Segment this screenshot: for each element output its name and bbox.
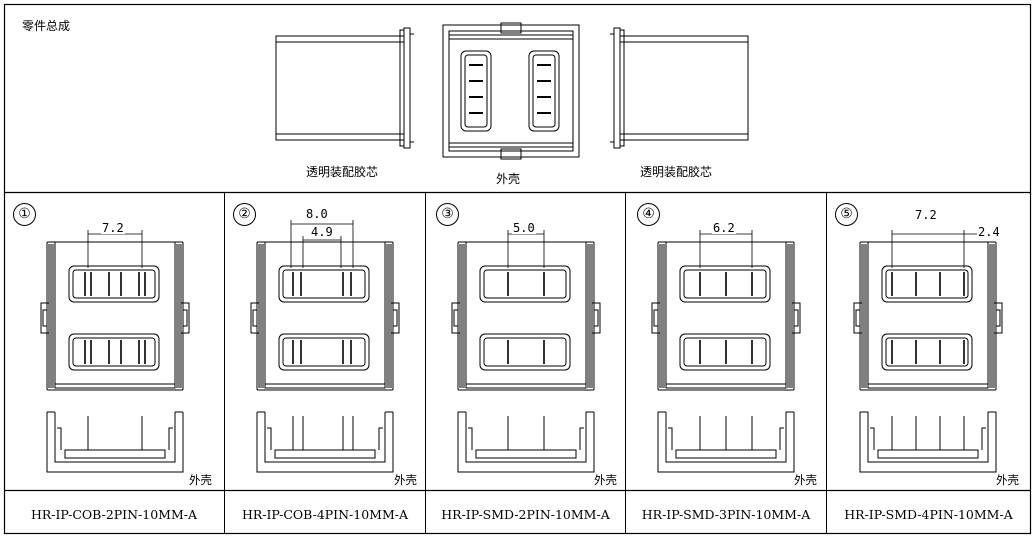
shell-label: 外壳	[496, 172, 521, 186]
variant-2-index: ②	[233, 203, 256, 226]
variant-5-index: ⑤	[835, 203, 858, 226]
variant-3-part-number: HR-IP-SMD-2PIN-10MM-A	[441, 507, 610, 522]
variant-3-bottom-view	[457, 411, 595, 473]
variant-4-index: ④	[637, 203, 660, 226]
variant-2-bottom-view	[256, 411, 394, 473]
variant-5-dim-a: 7.2	[914, 208, 938, 222]
variant-4-dim-a: 6.2	[712, 221, 736, 235]
variant-3-index: ③	[436, 203, 459, 226]
variant-3-front-view	[451, 230, 601, 391]
variant-1-shell-label: 外壳	[189, 473, 212, 487]
variant-5-bottom-view	[859, 411, 997, 473]
frame-border	[3, 3, 1032, 535]
variant-5-front-view	[853, 230, 1003, 391]
assembly-title: 零件总成	[22, 19, 71, 33]
variant-1-bottom-view	[46, 411, 184, 473]
variant-1-part-number: HR-IP-COB-2PIN-10MM-A	[30, 507, 198, 522]
variant-2-dim-a: 8.0	[305, 207, 329, 221]
variant-2-shell-label: 外壳	[394, 473, 417, 487]
variant-4-bottom-view	[657, 411, 795, 473]
right-insert-label: 透明装配胶芯	[640, 165, 713, 179]
right-insert-profile	[609, 27, 749, 149]
center-shell-front	[442, 22, 580, 160]
left-insert-label: 透明装配胶芯	[306, 165, 379, 179]
variant-2-dim-b: 4.9	[310, 225, 334, 239]
variant-1-front-view	[40, 230, 190, 391]
variant-1-index: ①	[13, 203, 36, 226]
variant-4-shell-label: 外壳	[794, 473, 817, 487]
variant-1-dim-a: 7.2	[101, 221, 125, 235]
variant-5-dim-b: 2.4	[977, 225, 1001, 239]
variant-2-front-view	[250, 220, 400, 391]
variant-4-front-view	[651, 230, 801, 391]
variant-3-dim-a: 5.0	[512, 221, 536, 235]
variant-5-shell-label: 外壳	[996, 473, 1019, 487]
variant-3-shell-label: 外壳	[594, 473, 617, 487]
variant-5-part-number: HR-IP-SMD-4PIN-10MM-A	[844, 507, 1013, 522]
variant-2-part-number: HR-IP-COB-4PIN-10MM-A	[241, 507, 409, 522]
left-insert-profile	[275, 27, 415, 149]
variant-4-part-number: HR-IP-SMD-3PIN-10MM-A	[641, 507, 811, 522]
